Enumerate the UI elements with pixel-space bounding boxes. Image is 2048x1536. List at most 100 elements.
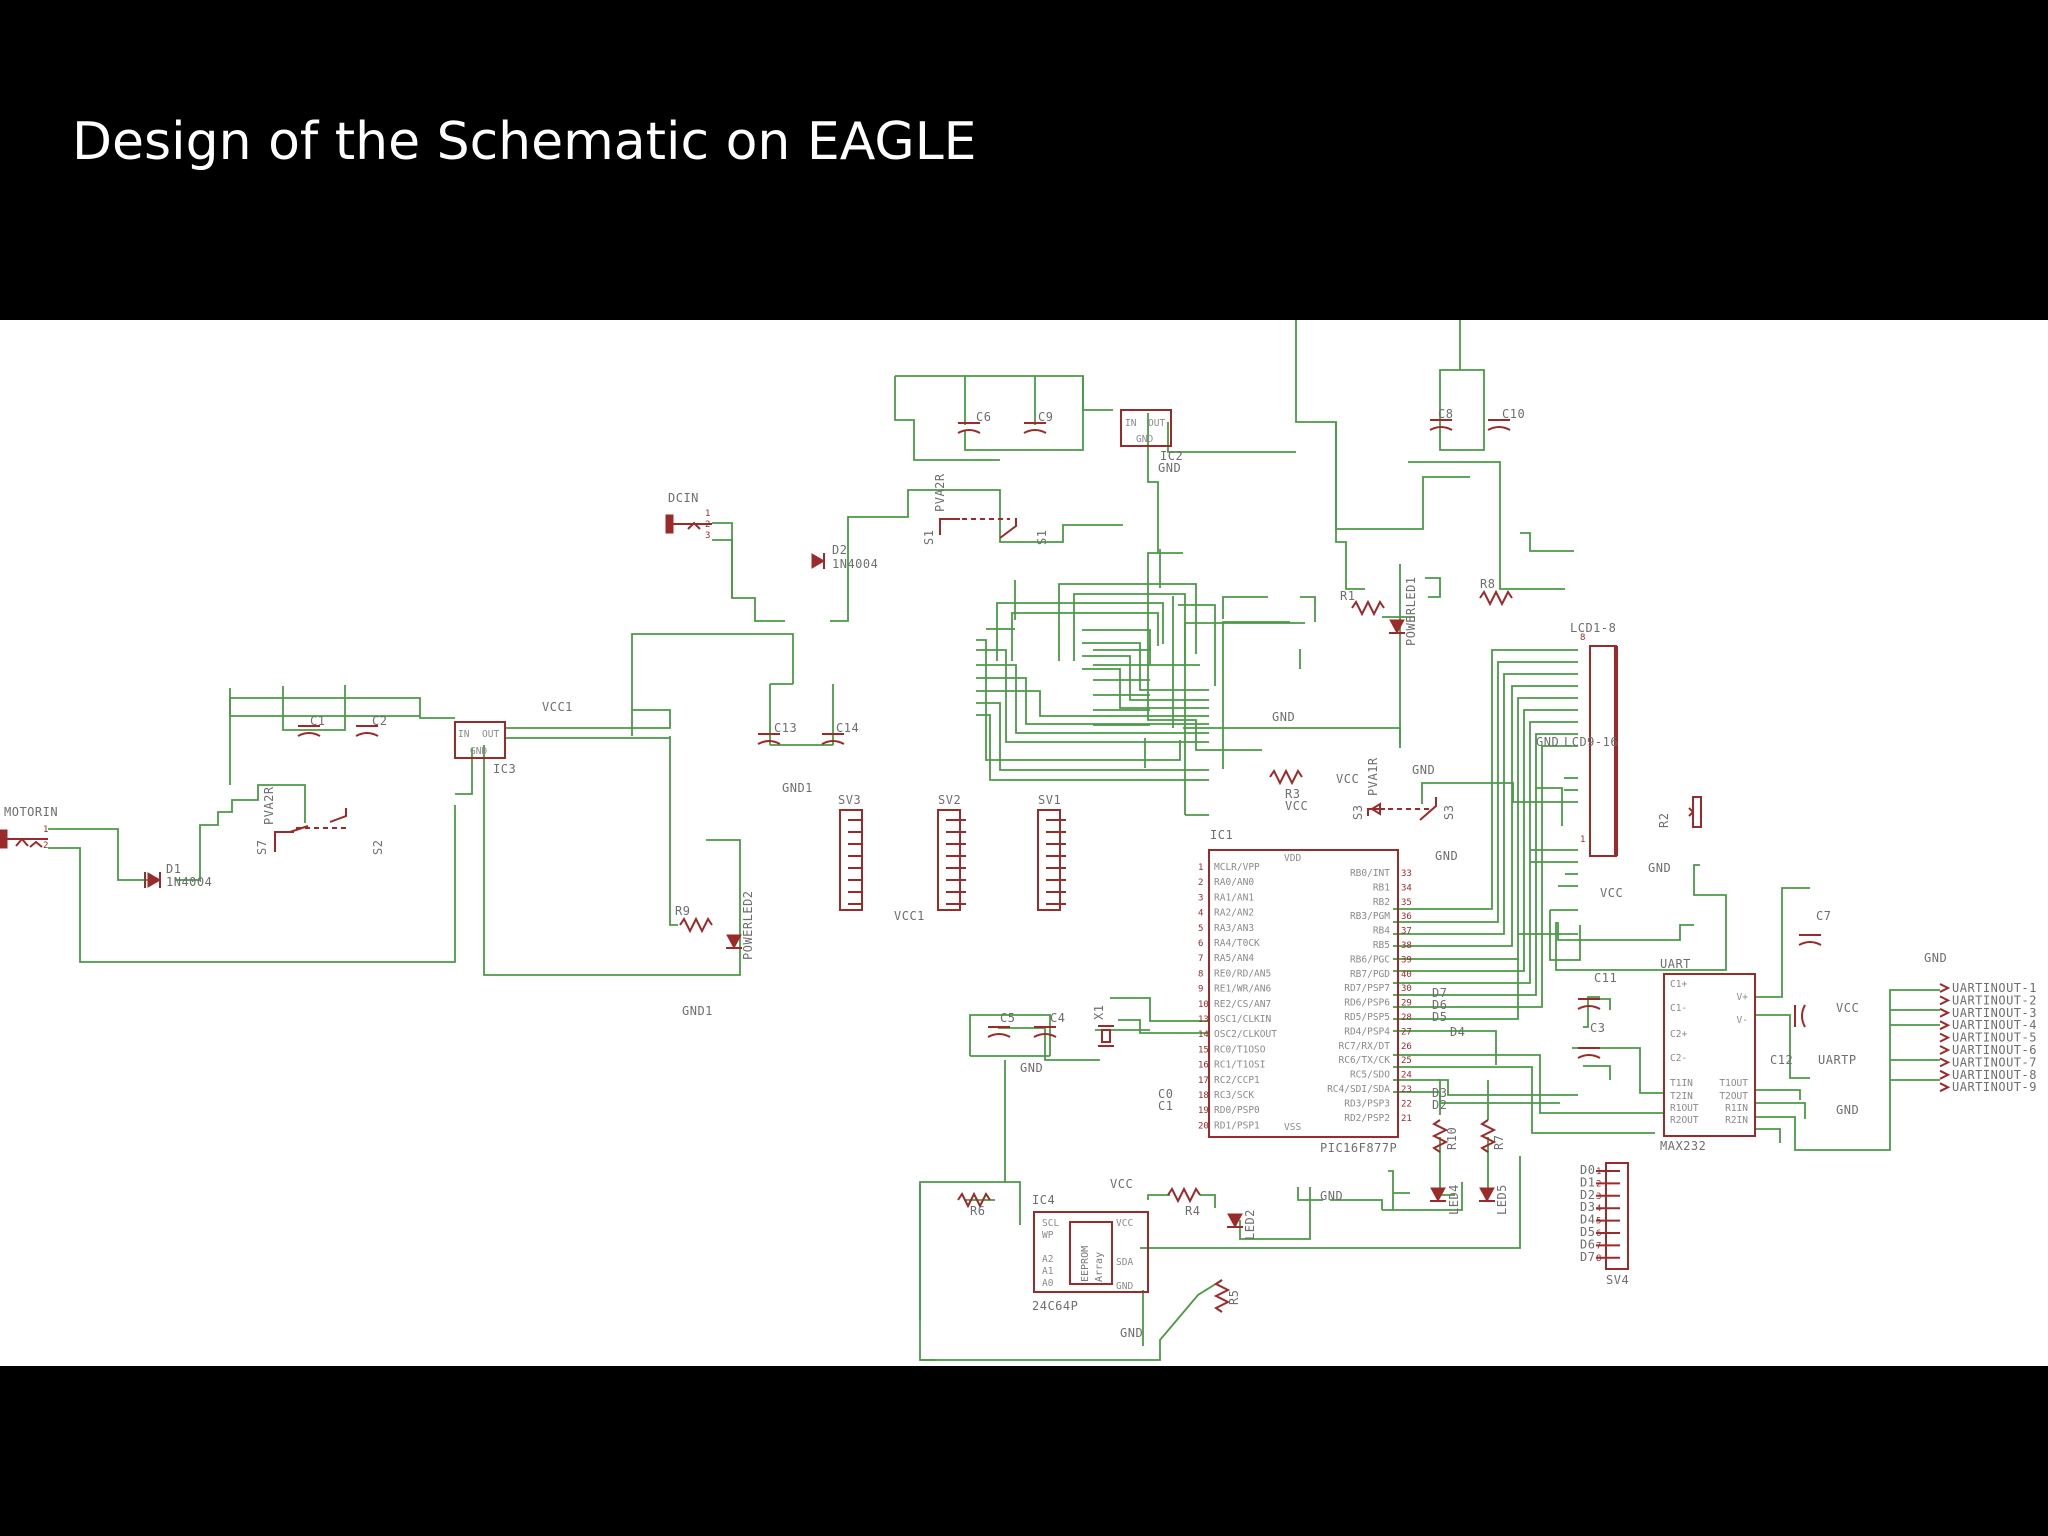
- capacitor-c3: C3: [1577, 1021, 1605, 1059]
- led2-ref: LED2: [1243, 1209, 1257, 1240]
- mcu-right-pin-label: RD7/PSP7: [1344, 983, 1390, 994]
- sv4-net-label: D4: [1580, 1213, 1595, 1227]
- eeprom-body-2: Array: [1094, 1252, 1105, 1282]
- mcu-right-pin-label: RB2: [1373, 897, 1390, 908]
- motorin-label: MOTORIN: [4, 805, 58, 819]
- s1-ref-b: S1: [1035, 530, 1049, 545]
- s3-part: PVA1R: [1366, 757, 1380, 796]
- mcu-right-pin-label: RB1: [1373, 882, 1390, 893]
- max232-left-pin-label: C2-: [1670, 1053, 1687, 1064]
- uart-output-arrow-icon: [1939, 1020, 1951, 1031]
- mcu-left-pin-number: 7: [1198, 954, 1203, 964]
- max232-ref: MAX232: [1660, 1139, 1706, 1153]
- max232-left-pin-label: T1IN: [1670, 1078, 1693, 1089]
- ic3-gnd: GND: [470, 746, 487, 757]
- capacitor-c13: C13: [757, 721, 797, 745]
- r10-ref: R10: [1445, 1127, 1459, 1150]
- uart-output-arrow-icon: [1939, 1007, 1951, 1018]
- mcu-right-pin-label: RB5: [1373, 940, 1390, 951]
- switch-s3: S3 PVA1R S3: [1351, 757, 1456, 821]
- sv4-net-label: D6: [1580, 1237, 1595, 1251]
- diode-d2: D2 1N4004: [811, 543, 878, 571]
- r7-ref: R7: [1492, 1135, 1506, 1150]
- ic3-out: OUT: [482, 729, 499, 740]
- uart-output-label: UARTINOUT-5: [1952, 1031, 2037, 1045]
- led5-ref: LED5: [1495, 1184, 1509, 1215]
- resistor-r10: R10: [1431, 1119, 1459, 1153]
- uart-output-label: UARTINOUT-8: [1952, 1068, 2037, 1082]
- switch-s7-s2: S7 PVA2R S2: [255, 786, 385, 855]
- max232-left-pin-label: C1+: [1670, 979, 1687, 990]
- mcu-left-pin-number: 18: [1198, 1091, 1209, 1101]
- mcu-right-pin-number: 33: [1401, 869, 1412, 879]
- net-d6: D6: [1432, 998, 1447, 1012]
- ic2-gnd: GND: [1136, 434, 1153, 445]
- max232-header: UART: [1660, 957, 1691, 971]
- led-powerled1: POWERLED1: [1389, 576, 1418, 646]
- mcu-right-pin-label: RD3/PSP3: [1344, 1098, 1390, 1109]
- dcin-pin-3: 3: [705, 531, 710, 541]
- capacitor-c10: C10: [1487, 407, 1525, 431]
- r1-ref: R1: [1340, 589, 1355, 603]
- c1-ref: C1: [310, 714, 325, 728]
- resistor-r1: R1: [1340, 589, 1385, 617]
- mcu-left-pin-number: 20: [1198, 1121, 1209, 1131]
- mcu-right-pin-label: RC7/RX/DT: [1339, 1041, 1391, 1052]
- r8-ref: R8: [1480, 577, 1495, 591]
- net-gnd-uart-top: GND: [1924, 951, 1947, 965]
- capacitor-c12: C12: [1770, 1004, 1806, 1067]
- max232-left-pin-label: C2+: [1670, 1029, 1687, 1040]
- c12-ref: C12: [1770, 1053, 1793, 1067]
- max232-right-pin-label: V+: [1737, 992, 1749, 1003]
- dcin-connector: 1 2 3 DCIN: [665, 491, 712, 541]
- mcu-left-pin-label: RD0/PSP0: [1214, 1105, 1260, 1116]
- capacitor-c1: C1: [297, 714, 325, 737]
- led-led5: LED5: [1479, 1184, 1509, 1215]
- mcu-right-pin-number: 36: [1401, 912, 1412, 922]
- mcu-vdd: VDD: [1284, 853, 1301, 864]
- max232-left-pin-label: R1OUT: [1670, 1103, 1699, 1114]
- mcu-right-pin-label: RD4/PSP4: [1344, 1026, 1390, 1037]
- eeprom-ref: IC4: [1032, 1193, 1055, 1207]
- capacitor-c9: C9: [1023, 410, 1053, 434]
- mcu-left-pin-number: 8: [1198, 969, 1203, 979]
- net-gnd-uart: GND: [1836, 1103, 1859, 1117]
- mcu-right-pin-label: RC5/SDO: [1350, 1070, 1390, 1081]
- r3-ref: R3: [1285, 787, 1300, 801]
- motorin-pin-1: 1: [43, 825, 48, 835]
- led-led2: LED2: [1227, 1209, 1257, 1240]
- c5-ref: C5: [1000, 1011, 1015, 1025]
- r9-ref: R9: [675, 904, 690, 918]
- net-gnd1: GND1: [782, 781, 813, 795]
- s7-ref: S7: [255, 840, 269, 855]
- mcu-vss: VSS: [1284, 1122, 1301, 1133]
- mcu-left-pin-number: 17: [1198, 1076, 1209, 1086]
- c7-ref: C7: [1816, 909, 1831, 923]
- mcu-right-pin-number: 35: [1401, 898, 1412, 908]
- eeprom-part: 24C64P: [1032, 1299, 1078, 1313]
- uart-output-arrow-icon: [1939, 983, 1951, 993]
- mcu-right-pin-label: RC6/TX/CK: [1339, 1055, 1391, 1066]
- mcu-net-labels: D7 D6 D5 D4 D3 D2 C0 C1: [1158, 986, 1465, 1113]
- mcu-part: PIC16F877P: [1320, 1141, 1397, 1155]
- sv2-ref: SV2: [938, 793, 961, 807]
- net-d4: D4: [1450, 1025, 1465, 1039]
- mcu-left-pin-number: 10: [1198, 1000, 1209, 1010]
- capacitor-c2: C2: [355, 714, 387, 737]
- capacitor-c5: C5: [987, 1011, 1015, 1038]
- mcu-right-pin-label: RC4/SDI/SDA: [1327, 1084, 1390, 1095]
- mcu-right-pin-number: 28: [1401, 1013, 1412, 1023]
- ic2-ref: IC2: [1160, 449, 1183, 463]
- mcu-right-pin-number: 40: [1401, 970, 1412, 980]
- mcu-left-pin-label: RE0/RD/AN5: [1214, 968, 1271, 979]
- sv4-net-label: D7: [1580, 1250, 1595, 1264]
- sv4-net-label: D1: [1580, 1175, 1595, 1189]
- c3-ref: C3: [1590, 1021, 1605, 1035]
- s1-part: PVA2R: [933, 473, 947, 512]
- c11-ref: C11: [1594, 971, 1617, 985]
- mcu-left-pin-number: 9: [1198, 985, 1203, 995]
- mcu-left-pin-label: RA4/T0CK: [1214, 938, 1260, 949]
- mcu-right-pin-label: RD5/PSP5: [1344, 1012, 1390, 1023]
